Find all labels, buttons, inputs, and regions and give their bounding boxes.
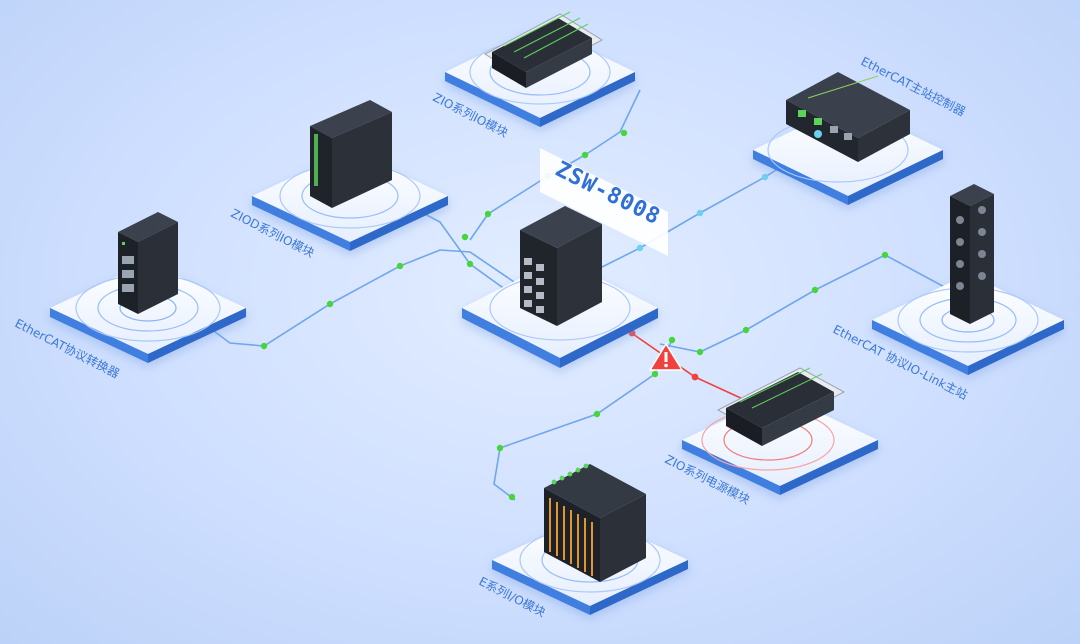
link-iolink-master [659,254,951,353]
node-dot [593,410,601,418]
node-dot [461,233,469,241]
node-dot [466,260,474,268]
node-dot [581,151,589,159]
iolink-icon [950,184,994,324]
node-dot [396,262,404,270]
node-dot [668,336,676,344]
converter-icon [118,212,178,314]
switch-icon [520,206,602,326]
node-dot [496,444,504,452]
node-dot [620,129,628,137]
node-dot [811,286,819,294]
link-ethercat-converter [179,249,521,347]
node-dot [260,342,268,350]
power-module-icon [716,367,846,446]
controller-icon [786,72,910,162]
node-dot [636,244,644,252]
device-zio-power[interactable] [682,367,878,495]
node-dot [696,209,704,217]
node-dot [696,348,704,356]
node-dot [484,210,492,218]
device-zio-io[interactable] [445,11,635,127]
node-dot [761,173,769,181]
device-ziod-io[interactable] [252,100,448,251]
node-dot [651,370,659,378]
io-module-icon [484,11,604,88]
io-module-icon [310,100,392,208]
terminal-io-icon [544,463,646,582]
node-dot [508,493,516,501]
node-dot [326,300,334,308]
device-e-series-io[interactable] [492,463,688,615]
hub-switch[interactable] [462,206,658,368]
device-ethercat-converter[interactable] [50,212,246,363]
node-dot [881,251,889,259]
node-dot [742,326,750,334]
device-ethercat-master[interactable] [753,72,943,205]
warning-icon[interactable] [649,343,683,371]
device-iolink-master[interactable] [872,184,1064,375]
node-dot [691,373,699,381]
